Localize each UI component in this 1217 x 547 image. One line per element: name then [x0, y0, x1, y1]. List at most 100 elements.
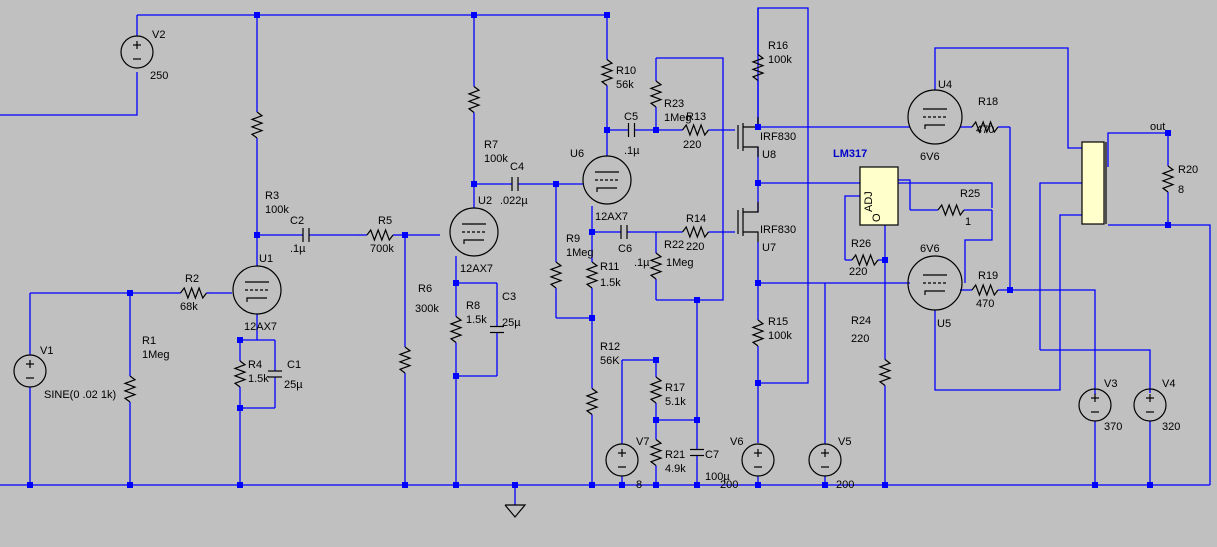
junction-dot	[694, 297, 700, 303]
resistor-label: R4	[248, 359, 262, 371]
wire	[934, 214, 1082, 391]
junction-dot	[402, 232, 408, 238]
regulator-label: LM317	[833, 148, 867, 160]
resistor-r22	[649, 252, 663, 280]
resistor-value: 1.5k	[600, 277, 621, 289]
junction-dot	[1092, 482, 1098, 488]
source-label: V6	[730, 436, 743, 448]
junction-layer	[27, 12, 1171, 488]
resistor-value: 100k	[768, 330, 792, 342]
resistor-r17	[649, 376, 663, 404]
resistor-value: 300k	[415, 303, 439, 315]
resistor-r13	[682, 123, 709, 137]
vacuum-tube-u1	[232, 265, 282, 315]
resistor-label: R24	[851, 315, 871, 327]
tube-envelope	[449, 207, 499, 257]
junction-dot	[254, 12, 260, 18]
junction-dot	[755, 482, 761, 488]
resistor-label: R7	[484, 139, 498, 151]
tube-label: U5	[937, 318, 951, 330]
resistor-r18	[971, 120, 999, 134]
voltage-source-v4	[1133, 388, 1167, 422]
vacuum-tube-u4	[907, 89, 963, 145]
junction-dot	[1165, 222, 1171, 228]
tube-cathode	[596, 187, 617, 192]
resistor-r15	[751, 319, 765, 347]
resistor-r10	[600, 59, 614, 86]
vacuum-tube-u2	[449, 207, 499, 257]
source-label: V4	[1162, 378, 1175, 390]
vacuum-tube-u6	[582, 155, 632, 205]
resistor-r14	[682, 225, 709, 239]
junction-dot	[694, 482, 700, 488]
tube-model: 12AX7	[460, 263, 493, 275]
resistor-label: R15	[768, 316, 788, 328]
mosfet-u8	[737, 117, 759, 157]
voltage-source-v7	[605, 443, 639, 477]
tube-model: 6V6	[920, 151, 940, 163]
resistor-label: R14	[686, 213, 706, 225]
source-label: V7	[636, 436, 649, 448]
capacitor-label: C2	[290, 215, 304, 227]
voltage-source-v6	[741, 443, 775, 477]
resistor-value: 470	[976, 124, 994, 136]
tube-model: 12AX7	[244, 321, 277, 333]
resistor-label: R3	[265, 190, 279, 202]
resistor-r19	[971, 283, 999, 297]
tube-envelope	[907, 255, 963, 311]
resistor-value: 220	[686, 241, 704, 253]
resistor-value: 8	[1178, 184, 1184, 196]
resistor-label: R22	[664, 239, 684, 251]
wire	[1040, 349, 1151, 393]
source-value: 200	[720, 479, 738, 491]
junction-dot	[604, 127, 610, 133]
junction-dot	[237, 482, 243, 488]
source-label: V3	[1104, 378, 1117, 390]
resistor-value: 1.5k	[466, 314, 487, 326]
ground-symbol	[504, 504, 527, 518]
junction-dot	[619, 482, 625, 488]
wire	[1039, 182, 1082, 350]
voltage-source-v2	[120, 35, 154, 69]
tube-label: U4	[938, 79, 952, 91]
junction-dot	[882, 257, 888, 263]
resistor-r26	[851, 253, 879, 267]
junction-dot	[127, 482, 133, 488]
resistor-value: 4.9k	[665, 463, 686, 475]
resistor-label: R16	[768, 40, 788, 52]
resistor-value: 1Meg	[664, 112, 692, 124]
junction-dot	[589, 482, 595, 488]
resistor-value: 220	[851, 333, 869, 345]
junction-dot	[694, 417, 700, 423]
junction-dot	[27, 482, 33, 488]
source-value: SINE(0 .02 1k)	[44, 389, 116, 401]
resistor-value: 5.1k	[665, 396, 686, 408]
resistor-value: 100k	[484, 153, 508, 165]
source-value: 200	[836, 479, 854, 491]
tube-label: U2	[478, 195, 492, 207]
junction-dot	[755, 180, 761, 186]
tube-cathode	[246, 297, 267, 302]
voltage-source-v3	[1078, 388, 1112, 422]
mosfet-source	[743, 146, 759, 157]
resistor-value: 220	[849, 266, 867, 278]
resistor-value: 1Meg	[142, 349, 170, 361]
vacuum-tube-u5	[907, 255, 963, 311]
source-label: V5	[838, 436, 851, 448]
junction-dot	[453, 373, 459, 379]
resistor-r4	[233, 360, 247, 388]
resistor-r25	[937, 203, 965, 217]
junction-dot	[1147, 482, 1153, 488]
resistor-r6	[398, 346, 412, 374]
capacitor-label: C6	[618, 243, 632, 255]
wire	[1107, 132, 1168, 167]
mosfet-source	[743, 231, 759, 242]
resistor-r23	[649, 80, 663, 108]
junction-dot	[553, 181, 559, 187]
wire-layer	[0, 7, 1211, 505]
tube-model: 12AX7	[595, 211, 628, 223]
resistor-value: 1Meg	[566, 247, 594, 259]
junction-dot	[1165, 130, 1171, 136]
junction-dot	[453, 482, 459, 488]
resistor-label: R13	[686, 111, 706, 123]
